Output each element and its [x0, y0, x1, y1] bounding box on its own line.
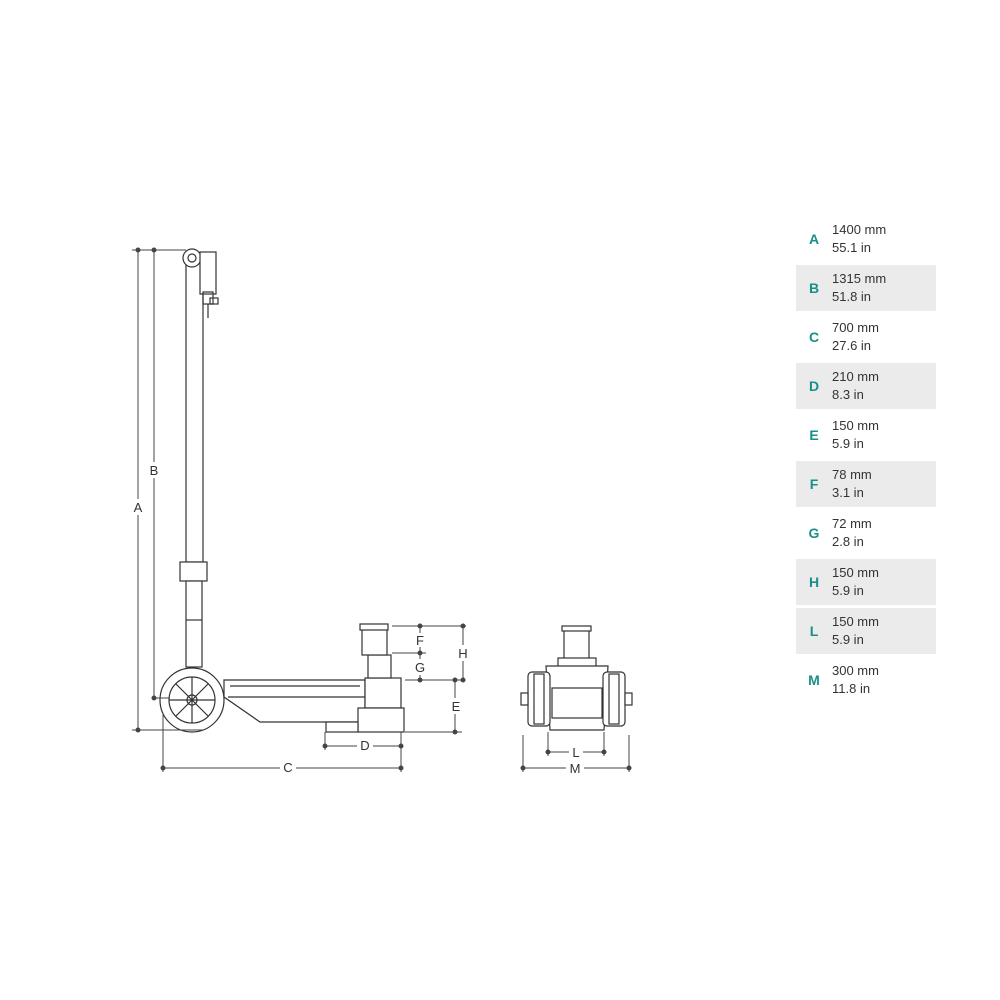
spec-letter: D	[808, 378, 820, 394]
spec-mm: 78 mm	[832, 467, 872, 482]
spec-row-g: G 72 mm 2.8 in	[796, 510, 936, 556]
spec-row-h: H 150 mm 5.9 in	[796, 559, 936, 605]
spec-letter: F	[809, 476, 819, 492]
spec-row-a: A 1400 mm 55.1 in	[796, 216, 936, 262]
spec-in: 3.1 in	[832, 485, 864, 500]
spec-mm: 150 mm	[832, 565, 879, 580]
spec-mm: 1400 mm	[832, 222, 887, 237]
spec-in: 5.9 in	[832, 583, 864, 598]
spec-letter: B	[808, 280, 820, 296]
dim-label-h: H	[458, 646, 467, 661]
spec-letter: L	[809, 623, 819, 639]
spec-letter: G	[808, 525, 820, 541]
spec-row-f: F 78 mm 3.1 in	[796, 461, 936, 507]
spec-row-d: D 210 mm 8.3 in	[796, 363, 936, 409]
spec-in: 2.8 in	[832, 534, 864, 549]
spec-in: 8.3 in	[832, 387, 864, 402]
wheel-side-view	[159, 667, 225, 733]
spec-in: 11.8 in	[832, 681, 871, 696]
dim-label-e: E	[452, 699, 461, 714]
spec-mm: 700 mm	[832, 320, 879, 335]
dim-label-d: D	[360, 738, 369, 753]
spec-row-c: C 700 mm 27.6 in	[796, 314, 936, 360]
spec-row-m: M 300 mm 11.8 in	[796, 657, 936, 703]
spec-row-e: E 150 mm 5.9 in	[796, 412, 936, 458]
dim-label-m: M	[570, 761, 581, 776]
spec-in: 27.6 in	[832, 338, 872, 353]
spec-letter: C	[808, 329, 820, 345]
specification-table: A 1400 mm 55.1 in B 1315 mm 51.8 in C 700 …	[796, 216, 936, 706]
spec-in: 5.9 in	[832, 632, 864, 647]
jack-front-view	[520, 625, 633, 731]
dim-label-a: A	[134, 500, 143, 515]
dim-label-l: L	[572, 745, 579, 760]
spec-letter: H	[808, 574, 820, 590]
spec-mm: 300 mm	[832, 663, 879, 678]
spec-mm: 72 mm	[832, 516, 872, 531]
spec-mm: 150 mm	[832, 418, 879, 433]
spec-in: 51.8 in	[832, 289, 872, 304]
spec-mm: 210 mm	[832, 369, 879, 384]
spec-letter: A	[808, 231, 820, 247]
spec-in: 55.1 in	[832, 240, 872, 255]
dimension-labels: B A C D E F G H L M	[131, 462, 584, 776]
chassis-side-view	[223, 623, 405, 733]
spec-in: 5.9 in	[832, 436, 864, 451]
spec-letter: M	[808, 672, 820, 688]
dim-label-g: G	[415, 660, 425, 675]
dim-label-c: C	[283, 760, 292, 775]
handle-side-view	[179, 248, 219, 668]
dim-label-b: B	[150, 463, 159, 478]
spec-mm: 1315 mm	[832, 271, 887, 286]
spec-row-l: L 150 mm 5.9 in	[796, 608, 936, 654]
spec-letter: E	[809, 427, 819, 443]
dim-label-f: F	[416, 633, 424, 648]
spec-mm: 150 mm	[832, 614, 879, 629]
spec-row-b: B 1315 mm 51.8 in	[796, 265, 936, 311]
